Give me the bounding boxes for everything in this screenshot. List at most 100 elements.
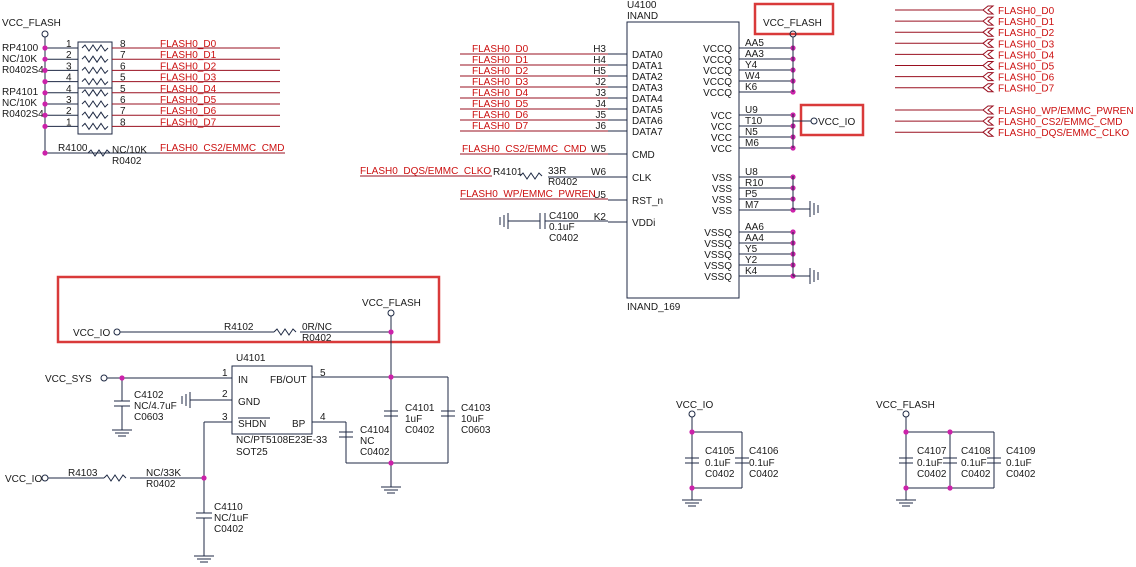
c4102-footprint: C0603: [134, 412, 164, 423]
u4100-right-pin-name: VCC: [711, 144, 732, 155]
c4105-footprint: C0402: [705, 469, 735, 480]
rp-pin-number-right: 6: [120, 95, 126, 106]
vcc-io-label-r4102: VCC_IO: [73, 328, 110, 339]
u4100-right-pin-name: VSS: [712, 206, 732, 217]
ldo-section: VCC_FLASH VCC_IO R4102 0R/NC R0402 U4101…: [5, 275, 491, 563]
u4100-left-nets: FLASH0_DQS/EMMC_CLKO R4101 33R R0402 FLA…: [360, 166, 608, 244]
r4100-net-label: FLASH0_CS2/EMMC_CMD: [160, 143, 284, 154]
c4105-ref: C4105: [705, 446, 735, 457]
junction-vcc-sys: [119, 375, 125, 381]
r4102-highlight-box: [56, 275, 441, 344]
u4100-left-pin-name: DATA7: [632, 127, 663, 138]
rp-junction: [42, 101, 48, 107]
rp-net-label: FLASH0_D6: [160, 106, 217, 117]
rp-resistor-zigzag: [81, 122, 109, 131]
u4100-right-pin-number: U8: [745, 167, 758, 178]
vcc-flash-label-rp: VCC_FLASH: [2, 18, 61, 29]
c4104-value: NC: [360, 436, 374, 447]
r4103-footprint: R0402: [146, 479, 176, 490]
c4106-value: 0.1uF: [749, 458, 775, 469]
rp-net-label: FLASH0_D3: [160, 73, 217, 84]
offpage-net-label: FLASH0_D0: [998, 6, 1055, 17]
u4100-ref: U4100: [627, 0, 657, 11]
vcc-io-port-u4100: [810, 117, 818, 125]
c4103-footprint: C0603: [461, 425, 491, 436]
u4101-pin-fbout: FB/OUT: [270, 375, 307, 386]
u4100-right-pin-number: AA5: [745, 38, 764, 49]
offpage-net-label: FLASH0_D2: [998, 28, 1055, 39]
c4106-footprint: C0402: [749, 469, 779, 480]
u4100-data-net-label: FLASH0_D6: [472, 110, 529, 121]
junction-r4102-out: [388, 329, 394, 335]
u4100-right-pin-number: AA6: [745, 222, 764, 233]
rp-net-label: FLASH0_D4: [160, 84, 217, 95]
vcc-io-port-r4102: [113, 328, 121, 336]
rp-net-label: FLASH0_D2: [160, 61, 217, 72]
u4100-data-net-label: FLASH0_D5: [472, 99, 529, 110]
rp-pin-number-right: 8: [120, 39, 126, 50]
u4100-left-pin-name: DATA3: [632, 83, 663, 94]
u4100-right-pin-number: P5: [745, 189, 758, 200]
rp-junction: [42, 56, 48, 62]
vcc-io-decoupling: VCC_IO C4105 0.1uF C0402 C4106 0.1uF C04…: [676, 400, 779, 507]
u4100-right-pin-number: AA4: [745, 233, 764, 244]
c4103-value: 10uF: [461, 414, 484, 425]
resistor-pack-section: VCC_FLASH RP4100 NC/10K R0402S4 RP4101 N…: [2, 18, 285, 167]
u4100-right-pin-name: VSSQ: [704, 250, 732, 261]
c4104-footprint: C0402: [360, 447, 390, 458]
u4100-right-pin-name: VCCQ: [703, 66, 732, 77]
offpage-arrow-icon: [982, 27, 995, 37]
u4100-left-pin-number: H4: [593, 55, 606, 66]
rp-junction: [42, 123, 48, 129]
u4100-right-pin-name: VCC: [711, 111, 732, 122]
u4100-left-pin-number: H5: [593, 66, 606, 77]
u4100-right-pin-number: M6: [745, 138, 759, 149]
offpage-net-label: FLASH0_WP/EMMC_PWREN: [998, 106, 1134, 117]
u4100-left-pin-name: DATA0: [632, 50, 663, 61]
offpage-net-label: FLASH0_DQS/EMMC_CLKO: [998, 128, 1129, 139]
r4102-footprint: R0402: [302, 333, 332, 344]
c4109-footprint: C0402: [1006, 469, 1036, 480]
u4101-pin-num-3: 3: [222, 412, 228, 423]
u4100-right-pin-number: T10: [745, 116, 763, 127]
r4103-value: NC/33K: [146, 468, 181, 479]
r4100-zigzag: [87, 149, 111, 157]
u4100-right-pin-number: N5: [745, 127, 758, 138]
u4101-package: SOT25: [236, 447, 268, 458]
rp-pin-number-right: 8: [120, 117, 126, 128]
u4101-pin-num-4: 4: [320, 412, 326, 423]
u4100-right-pin-name: VCCQ: [703, 44, 732, 55]
rp-pin-number-left: 2: [66, 50, 72, 61]
dqs-clko-net-label: FLASH0_DQS/EMMC_CLKO: [360, 166, 491, 177]
vcc-io-label-decap: VCC_IO: [676, 400, 713, 411]
junction-r4103-shdn: [201, 475, 207, 481]
u4100-left-pins: H3DATA0FLASH0_D0H4DATA1FLASH0_D1H5DATA2F…: [460, 44, 663, 229]
u4100-right-pin-number: U9: [745, 105, 758, 116]
u4100-right-pin-number: Y4: [745, 60, 758, 71]
junction-flash-decap-top: [903, 429, 909, 435]
r4100-value: NC/10K: [112, 145, 147, 156]
rp4101-body: [77, 87, 113, 135]
u4100-right-pin-name: VCCQ: [703, 77, 732, 88]
vcc-flash-port-ldo: [387, 309, 395, 317]
c4107-footprint: C0402: [917, 469, 947, 480]
junction-ldo-gnd: [388, 460, 394, 466]
rp-net-label: FLASH0_D0: [160, 39, 217, 50]
u4100-body: [626, 21, 740, 299]
r4103-zigzag: [103, 474, 127, 482]
u4100-power-rails: VCC_FLASH VCC_IO: [753, 2, 865, 284]
vcc-io-label-u4100: VCC_IO: [818, 117, 855, 128]
u4100-right-pin-name: VSS: [712, 173, 732, 184]
offpage-net-label: FLASH0_D6: [998, 73, 1055, 84]
rp-junction: [42, 79, 48, 85]
rp-pin-number-right: 7: [120, 106, 126, 117]
u4100-cmd-net-label: FLASH0_CS2/EMMC_CMD: [462, 144, 586, 155]
offpage-net-label: FLASH0_CS2/EMMC_CMD: [998, 117, 1122, 128]
u4101-ref: U4101: [236, 353, 266, 364]
rp4100-footprint: R0402S4: [2, 65, 44, 76]
rp-resistor-zigzag: [81, 55, 109, 64]
rp-pin-number-left: 2: [66, 106, 72, 117]
offpage-arrow-icon: [982, 5, 995, 15]
c4108-ref: C4108: [961, 446, 991, 457]
